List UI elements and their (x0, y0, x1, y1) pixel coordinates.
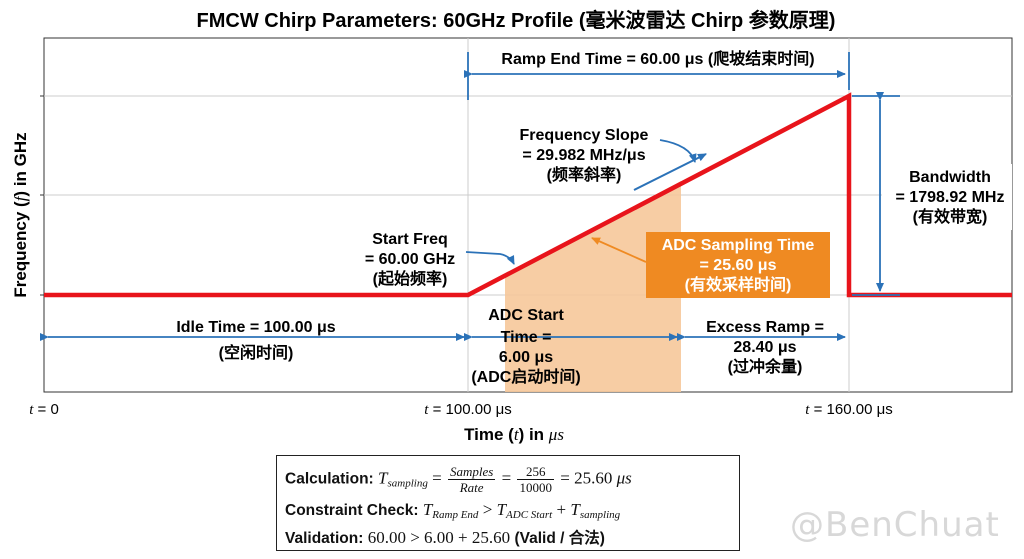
adc-start-label-2: Time = (501, 329, 552, 346)
y-ticks (40, 95, 44, 296)
slope-label-1: Frequency Slope (520, 127, 649, 144)
excess-ramp-label-3: (过冲余量) (728, 357, 803, 376)
idle-time-label-bg (160, 316, 352, 336)
start-freq-label-2: = 60.00 GHz (365, 251, 455, 268)
watermark: @BenChuat (790, 505, 1000, 545)
bandwidth-label-bg (882, 164, 1012, 230)
start-freq-label-3: (起始频率) (373, 269, 448, 288)
adc-start-label-1: ADC Start (488, 307, 564, 324)
slope-label-2: = 29.982 MHz/μs (522, 147, 645, 164)
calc-line-2: Constraint Check: TRamp End > TADC Start… (285, 500, 621, 521)
slope-label-3: (频率斜率) (547, 165, 622, 184)
y-axis-label: Frequency (f) in GHz (11, 132, 30, 297)
excess-ramp-label-2: 28.40 μs (733, 339, 796, 356)
adc-sampling-label-box (646, 232, 830, 298)
calc-line-3: Validation: 60.00 > 6.00 + 25.60 (Valid … (285, 528, 605, 547)
idle-time-label-1: Idle Time = 100.00 μs (176, 319, 335, 336)
validation-label: Validation: (285, 530, 364, 547)
bandwidth-label-1: Bandwidth (909, 169, 991, 186)
bandwidth-label-3: (有效带宽) (913, 207, 988, 226)
adc-start-label-3: 6.00 μs (499, 349, 553, 366)
start-freq-label-bg (354, 226, 464, 290)
adc-sampling-label-3: (有效采样时间) (685, 275, 792, 294)
start-freq-arrow (465, 251, 515, 265)
slope-arrow (633, 153, 707, 191)
idle-time-label-2: (空闲时间) (219, 343, 294, 362)
y-axis-var: f (11, 194, 30, 201)
slope-curve-arrow (659, 139, 697, 163)
validation-verdict: (Valid / 合法) (514, 530, 605, 547)
constraint-label: Constraint Check: (285, 502, 419, 519)
adc-sampling-label-2: = 25.60 μs (700, 257, 777, 274)
x-axis-label: Time (t) in μs (464, 425, 564, 444)
chart-title: FMCW Chirp Parameters: 60GHz Profile (毫米… (197, 8, 836, 32)
x-tick-0: t = 0 (29, 401, 59, 418)
bandwidth-label-2: = 1798.92 MHz (896, 189, 1005, 206)
chirp-signal (44, 92, 1012, 298)
ramp-end-label: Ramp End Time = 60.00 μs (爬坡结束时间) (501, 49, 814, 68)
ramp-end-label-bg (478, 46, 840, 70)
adc-sampling-pointer (591, 237, 647, 263)
x-tick-100: t = 100.00 μs (424, 401, 511, 418)
excess-ramp-label-bg (694, 316, 836, 336)
x-tick-160: t = 160.00 μs (805, 401, 892, 418)
adc-sampling-label-1: ADC Sampling Time (662, 237, 815, 254)
start-freq-label-1: Start Freq (372, 231, 448, 248)
calc-label: Calculation: (285, 470, 374, 488)
adc-start-label-4: (ADC启动时间) (471, 367, 580, 386)
excess-ramp-label-1: Excess Ramp = (706, 319, 824, 336)
